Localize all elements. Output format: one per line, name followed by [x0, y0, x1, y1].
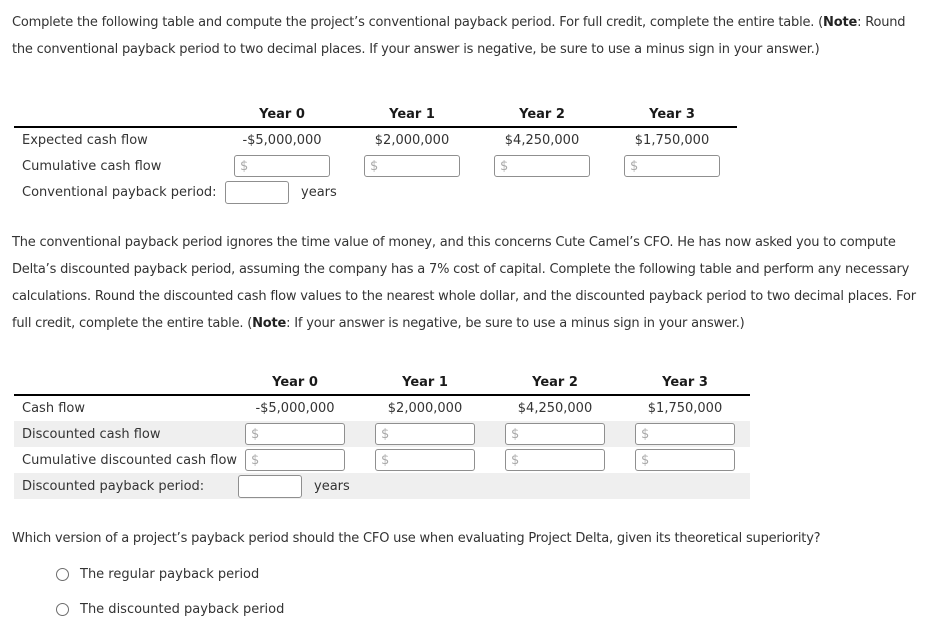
cash-flow-value-year0: -$5,000,000 — [242, 133, 322, 148]
year-1-header: Year 1 — [347, 103, 477, 128]
input-box — [238, 474, 302, 498]
cash-flow-value-year0: -$5,000,000 — [255, 401, 335, 416]
intro-text: Complete the following table and compute… — [12, 15, 824, 30]
intro-paragraph: Complete the following table and compute… — [12, 9, 922, 63]
conventional-payback-period-input[interactable] — [226, 181, 288, 203]
year-1-header: Year 1 — [360, 371, 490, 396]
dollar-prefix: $ — [251, 426, 260, 442]
discounted-payback-period-input[interactable] — [239, 475, 301, 497]
row-label: Discounted cash flow — [14, 421, 230, 447]
discounted-cash-flow-year3-input[interactable] — [649, 424, 734, 444]
conventional-payback-table: Year 0 Year 1 Year 2 Year 3 Expected cas… — [14, 103, 737, 205]
input-box: $ — [245, 449, 345, 471]
cash-flow-value-year2: $4,250,000 — [517, 401, 593, 416]
cumulative-discounted-cash-flow-year3-input[interactable] — [649, 450, 734, 470]
conventional-payback-row: Conventional payback period: years — [14, 179, 737, 205]
year-3-header: Year 3 — [620, 371, 750, 396]
discounted-payback-row: Discounted payback period: years — [14, 473, 750, 499]
discounted-cash-flow-year2-input[interactable] — [519, 424, 604, 444]
option-label: The regular payback period — [80, 566, 260, 582]
input-box: $ — [494, 155, 590, 177]
cash-flow-value-year1: $2,000,000 — [387, 401, 463, 416]
dollar-prefix: $ — [251, 452, 260, 468]
discounted-cash-flow-year1-input[interactable] — [389, 424, 474, 444]
dollar-prefix: $ — [511, 426, 520, 442]
discounted-intro-paragraph: The conventional payback period ignores … — [12, 229, 922, 337]
empty-header-cell — [14, 103, 217, 128]
input-box: $ — [635, 449, 735, 471]
years-label: years — [314, 478, 350, 494]
cumulative-cash-flow-year3-input[interactable] — [638, 156, 719, 176]
empty-header-cell — [14, 371, 230, 396]
input-box — [225, 180, 289, 204]
intro-text-after-note: : Round the conventional payback period … — [12, 15, 906, 57]
row-label: Cash flow — [22, 401, 85, 416]
input-box: $ — [375, 449, 475, 471]
radio-button-icon[interactable] — [56, 602, 69, 616]
row-label: Cumulative cash flow — [22, 158, 162, 174]
note-label: Note — [823, 15, 858, 30]
table-header-row: Year 0 Year 1 Year 2 Year 3 — [14, 371, 750, 396]
note-label: Note — [252, 316, 287, 331]
input-box: $ — [624, 155, 720, 177]
row-label: Expected cash flow — [22, 133, 148, 148]
year-3-header: Year 3 — [607, 103, 737, 128]
cumulative-discounted-cash-flow-year0-input[interactable] — [259, 450, 344, 470]
dollar-prefix: $ — [370, 158, 379, 174]
cash-flow-value-year2: $4,250,000 — [504, 133, 580, 148]
input-box: $ — [505, 449, 605, 471]
discounted-intro-text-after-note: : If your answer is negative, be sure to… — [286, 316, 745, 331]
cumulative-cash-flow-year2-input[interactable] — [508, 156, 589, 176]
input-box: $ — [505, 423, 605, 445]
years-label: years — [301, 184, 337, 200]
expected-cash-flow-row: Expected cash flow -$5,000,000 $2,000,00… — [14, 127, 737, 153]
cash-flow-value-year3: $1,750,000 — [634, 133, 710, 148]
cumulative-cash-flow-year0-input[interactable] — [248, 156, 329, 176]
cumulative-cash-flow-row: Cumulative cash flow $ $ $ $ — [14, 153, 737, 179]
dollar-prefix: $ — [500, 158, 509, 174]
option-regular-payback[interactable]: The regular payback period — [56, 564, 927, 584]
input-box: $ — [635, 423, 735, 445]
input-box: $ — [364, 155, 460, 177]
row-label: Conventional payback period: — [22, 184, 217, 200]
option-discounted-payback[interactable]: The discounted payback period — [56, 599, 927, 619]
dollar-prefix: $ — [381, 426, 390, 442]
dollar-prefix: $ — [381, 452, 390, 468]
row-label: Cumulative discounted cash flow — [22, 452, 238, 468]
cumulative-discounted-cash-flow-row: Cumulative discounted cash flow $ $ $ $ — [14, 447, 750, 473]
dollar-prefix: $ — [240, 158, 249, 174]
dollar-prefix: $ — [641, 452, 650, 468]
radio-button-icon[interactable] — [56, 567, 69, 581]
discounted-cash-flow-year0-input[interactable] — [259, 424, 344, 444]
year-2-header: Year 2 — [477, 103, 607, 128]
table-header-row: Year 0 Year 1 Year 2 Year 3 — [14, 103, 737, 128]
year-0-header: Year 0 — [230, 371, 360, 396]
discounted-intro-text: The conventional payback period ignores … — [12, 235, 916, 331]
input-box: $ — [234, 155, 330, 177]
cash-flow-row: Cash flow -$5,000,000 $2,000,000 $4,250,… — [14, 395, 750, 421]
cash-flow-value-year1: $2,000,000 — [374, 133, 450, 148]
question-text: Which version of a project’s payback per… — [12, 531, 821, 546]
dollar-prefix: $ — [630, 158, 639, 174]
discounted-payback-table: Year 0 Year 1 Year 2 Year 3 Cash flow -$… — [14, 371, 750, 499]
discounted-cash-flow-row: Discounted cash flow $ $ $ $ — [14, 421, 750, 447]
input-box: $ — [245, 423, 345, 445]
cumulative-discounted-cash-flow-year2-input[interactable] — [519, 450, 604, 470]
cumulative-cash-flow-year1-input[interactable] — [378, 156, 459, 176]
input-box: $ — [375, 423, 475, 445]
dollar-prefix: $ — [511, 452, 520, 468]
cash-flow-value-year3: $1,750,000 — [647, 401, 723, 416]
row-label: Discounted payback period: — [14, 473, 230, 499]
option-label: The discounted payback period — [80, 601, 285, 617]
year-2-header: Year 2 — [490, 371, 620, 396]
dollar-prefix: $ — [641, 426, 650, 442]
year-0-header: Year 0 — [217, 103, 347, 128]
cumulative-discounted-cash-flow-year1-input[interactable] — [389, 450, 474, 470]
